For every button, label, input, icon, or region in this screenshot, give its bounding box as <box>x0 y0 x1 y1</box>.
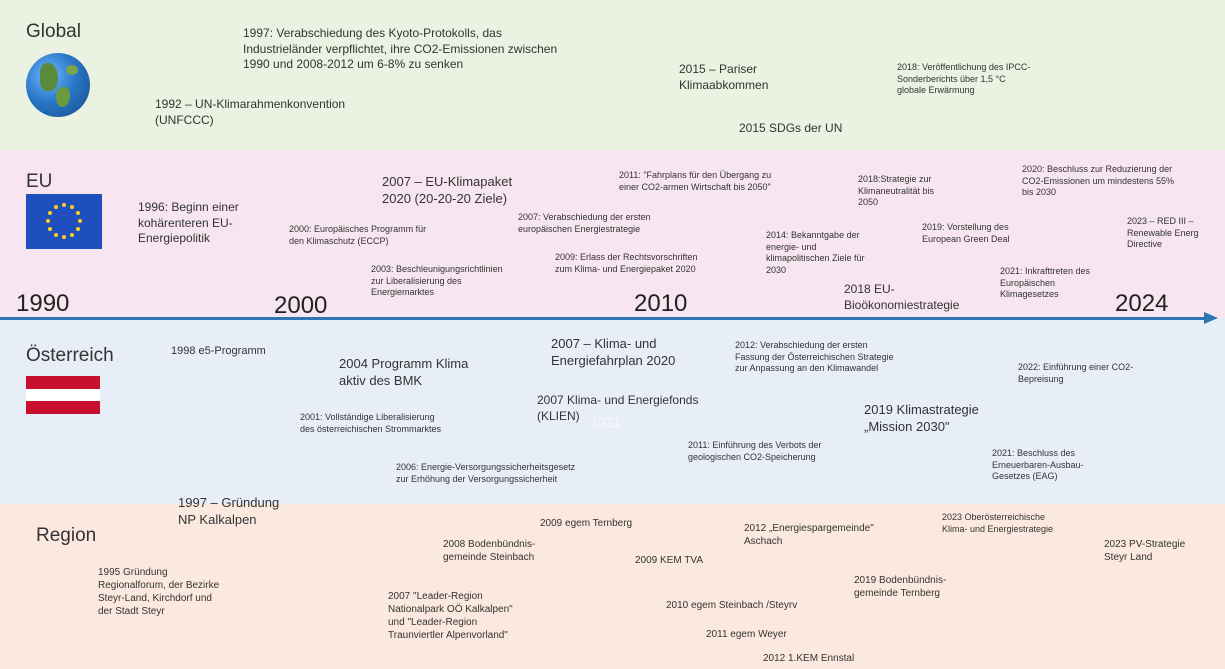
year-2024: 2024 <box>1115 290 1169 317</box>
event-global-2015-paris: 2015 – Pariser Klimaabkommen <box>679 62 769 92</box>
event-region-2019: 2019 Bodenbündnis- gemeinde Ternberg <box>854 575 947 599</box>
event-eu-2011: 2011: "Fahrplans für den Übergang zu ein… <box>619 170 772 192</box>
event-region-2010: 2010 egem Steinbach /Steyrv <box>666 600 798 611</box>
event-eu-2018-neutrality: 2018:Strategie zur Klimaneutralität bis … <box>858 174 935 208</box>
event-eu-2021: 2021: Inkrafttreten des Europäischen Kli… <box>1000 266 1091 300</box>
event-eu-2019: 2019: Vorstellung des European Green Dea… <box>922 222 1010 244</box>
event-eu-2007-klimapaket: 2007 – EU-Klimapaket 2020 (20-20-20 Ziel… <box>382 174 513 206</box>
event-region-1995: 1995 Gründung Regionalforum, der Bezirke… <box>98 567 220 617</box>
event-region-1997: 1997 – Gründung NP Kalkalpen <box>178 495 280 527</box>
event-region-2009-ternberg: 2009 egem Ternberg <box>540 518 633 529</box>
event-region-2011: 2011 egem Weyer <box>706 629 787 640</box>
austria-band <box>0 318 1225 504</box>
timeline-arrow-icon <box>1204 312 1218 324</box>
region-label-global: Global <box>26 21 81 42</box>
event-at-2007-fahrplan: 2007 – Klima- und Energiefahrplan 2020 <box>551 336 676 368</box>
year-2010: 2010 <box>634 290 688 317</box>
event-region-2008: 2008 Bodenbündnis- gemeinde Steinbach <box>443 539 536 563</box>
region-label-eu: EU <box>26 171 53 192</box>
eu-band <box>0 150 1225 318</box>
event-global-1997: 1997: Verabschiedung des Kyoto-Protokoll… <box>243 26 558 72</box>
event-eu-2018-bioeconomy: 2018 EU- Bioökonomiestrategie <box>844 282 960 312</box>
event-region-2009-kem: 2009 KEM TVA <box>635 555 703 566</box>
event-region-2012-kem: 2012 1.KEM Ennstal <box>763 653 855 664</box>
event-at-2012: 2012: Verabschiedung der ersten Fassung … <box>735 340 894 374</box>
globe-icon <box>26 53 90 117</box>
event-eu-1996: 1996: Beginn einer kohärenteren EU- Ener… <box>138 200 239 246</box>
event-at-2019: 2019 Klimastrategie „Mission 2030" <box>864 402 979 434</box>
event-at-2006: 2006: Energie-Versorgungssicherheitsgese… <box>396 462 576 484</box>
event-global-2018: 2018: Veröffentlichung des IPCC- Sonderb… <box>897 62 1031 96</box>
year-2000: 2000 <box>274 292 328 319</box>
region-band <box>0 504 1225 669</box>
event-region-2007: 2007 "Leader-Region Nationalpark OÖ Kalk… <box>388 591 513 641</box>
region-label-austria: Österreich <box>26 345 114 366</box>
event-region-2023-pv: 2023 PV-Strategie Steyr Land <box>1104 539 1186 563</box>
event-at-2007-klien: 2007 Klima- und Energiefonds (KLIEN) <box>537 393 699 423</box>
event-eu-2023: 2023 – RED III – Renewable Energ Directi… <box>1127 216 1199 250</box>
event-eu-2000: 2000: Europäisches Programm für den Klim… <box>289 224 427 246</box>
event-at-2021: 2021: Beschluss des Erneuerbaren-Ausbau-… <box>992 448 1084 482</box>
event-region-2012-aschach: 2012 „Energiespargemeinde" Aschach <box>744 523 874 547</box>
event-region-2023-ooe: 2023 Oberösterreichische Klima- und Ener… <box>942 512 1054 534</box>
event-at-2022: 2022: Einführung einer CO2- Bepreisung <box>1018 362 1134 384</box>
event-at-2011: 2011: Einführung des Verbots der geologi… <box>688 440 822 462</box>
austria-flag-icon <box>26 376 100 414</box>
year-1990: 1990 <box>16 290 70 317</box>
event-at-faint-year: 2021 <box>590 414 622 430</box>
event-global-2015-sdg: 2015 SDGs der UN <box>739 121 843 135</box>
global-band <box>0 0 1225 150</box>
event-eu-2009: 2009: Erlass der Rechtsvorschriften zum … <box>555 252 698 274</box>
event-eu-2020: 2020: Beschluss zur Reduzierung der CO2-… <box>1022 164 1175 198</box>
event-global-1992: 1992 – UN-Klimarahmenkonvention (UNFCCC) <box>155 97 346 127</box>
event-eu-2007-strategy: 2007: Verabschiedung der ersten europäis… <box>518 212 651 234</box>
region-label-region: Region <box>36 525 97 546</box>
timeline-axis <box>0 317 1208 320</box>
event-at-2001: 2001: Vollständige Liberalisierung des ö… <box>300 412 442 434</box>
eu-flag-icon <box>26 194 102 249</box>
event-at-1998: 1998 e5-Programm <box>171 345 266 357</box>
event-eu-2003: 2003: Beschleunigungsrichtlinien zur Lib… <box>371 264 503 298</box>
event-at-2004: 2004 Programm Klima aktiv des BMK <box>339 356 469 388</box>
event-eu-2014: 2014: Bekanntgabe der energie- und klima… <box>766 230 865 276</box>
